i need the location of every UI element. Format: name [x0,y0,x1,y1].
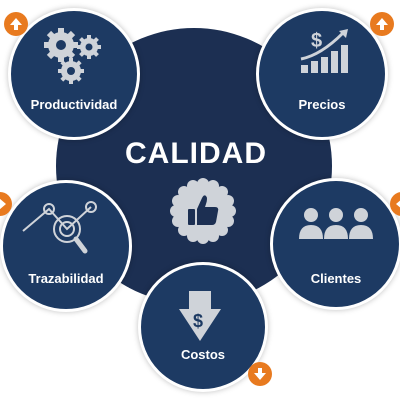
svg-text:$: $ [193,311,203,331]
node-label-precios: Precios [298,97,346,112]
dollar-down-arrow-icon: $ [179,291,221,341]
node-label-trazabilidad: Trazabilidad [28,271,104,286]
dollar-growth-chart-icon: $ [300,29,348,73]
thumbs-up-badge-icon [170,178,236,244]
gears-icon [44,28,101,84]
node-precios[interactable]: $ Precios [256,8,388,140]
node-label-costos: Costos [180,347,226,362]
node-label-clientes: Clientes [310,271,362,286]
arrow-down-badge-icon [248,362,272,386]
arrow-up-badge-icon [4,12,28,36]
people-group-icon [299,208,373,239]
node-costos[interactable]: $ Costos [138,262,268,392]
arrow-left-badge-icon [390,192,400,216]
network-magnifier-icon [22,201,97,254]
svg-text:$: $ [311,30,322,52]
node-trazabilidad[interactable]: Trazabilidad [0,180,132,312]
arrow-right-badge-icon [0,192,12,216]
node-label-productividad: Productividad [30,97,118,112]
node-clientes[interactable]: Clientes [270,178,400,310]
center-title: CALIDAD [125,137,267,170]
node-productividad[interactable]: Productividad [8,8,140,140]
arrow-up-badge-icon [370,12,394,36]
